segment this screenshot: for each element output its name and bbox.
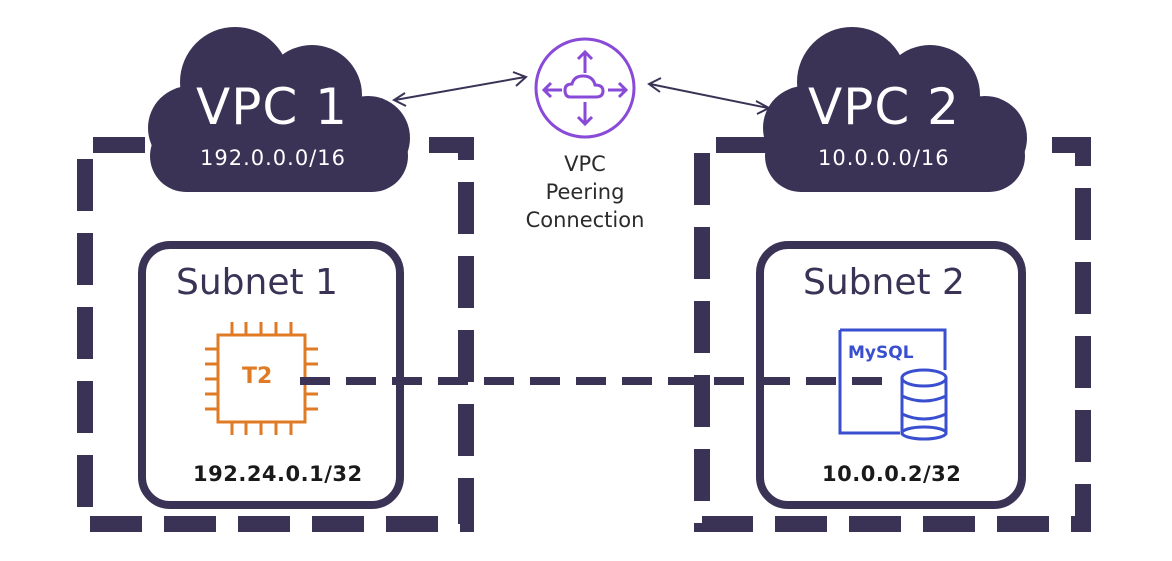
- subnet1-ip: 192.24.0.1/32: [193, 462, 363, 486]
- vpc2-title: VPC 2: [808, 78, 960, 136]
- peering-label: VPC Peering: [535, 150, 635, 206]
- chip-label: T2: [242, 364, 273, 389]
- vpc1-cidr: 192.0.0.0/16: [200, 146, 346, 170]
- vpc1-title: VPC 1: [196, 78, 348, 136]
- peering-arrow-left: [391, 71, 528, 107]
- vpc2-boundary: [694, 137, 1091, 532]
- database-icon: [838, 328, 948, 441]
- vpc2-cidr: 10.0.0.0/16: [818, 146, 950, 170]
- subnet2-title: Subnet 2: [803, 262, 965, 303]
- subnet2-ip: 10.0.0.2/32: [822, 462, 962, 486]
- cloud-arrows-icon: [534, 37, 636, 139]
- mysql-label: MySQL: [848, 343, 914, 363]
- vpc2-cloud: [763, 27, 1027, 192]
- subnet2-box: [756, 241, 1026, 509]
- vpc1-boundary: [77, 137, 474, 532]
- peering-arrow-right: [647, 77, 772, 115]
- peering-label-line3: Connection: [525, 208, 645, 232]
- peering-label-line2: Peering: [545, 180, 625, 204]
- vpc1-cloud: [148, 27, 410, 192]
- subnet1-box: [138, 241, 404, 509]
- peering-label-line1: VPC: [564, 152, 606, 176]
- subnet1-title: Subnet 1: [176, 262, 338, 303]
